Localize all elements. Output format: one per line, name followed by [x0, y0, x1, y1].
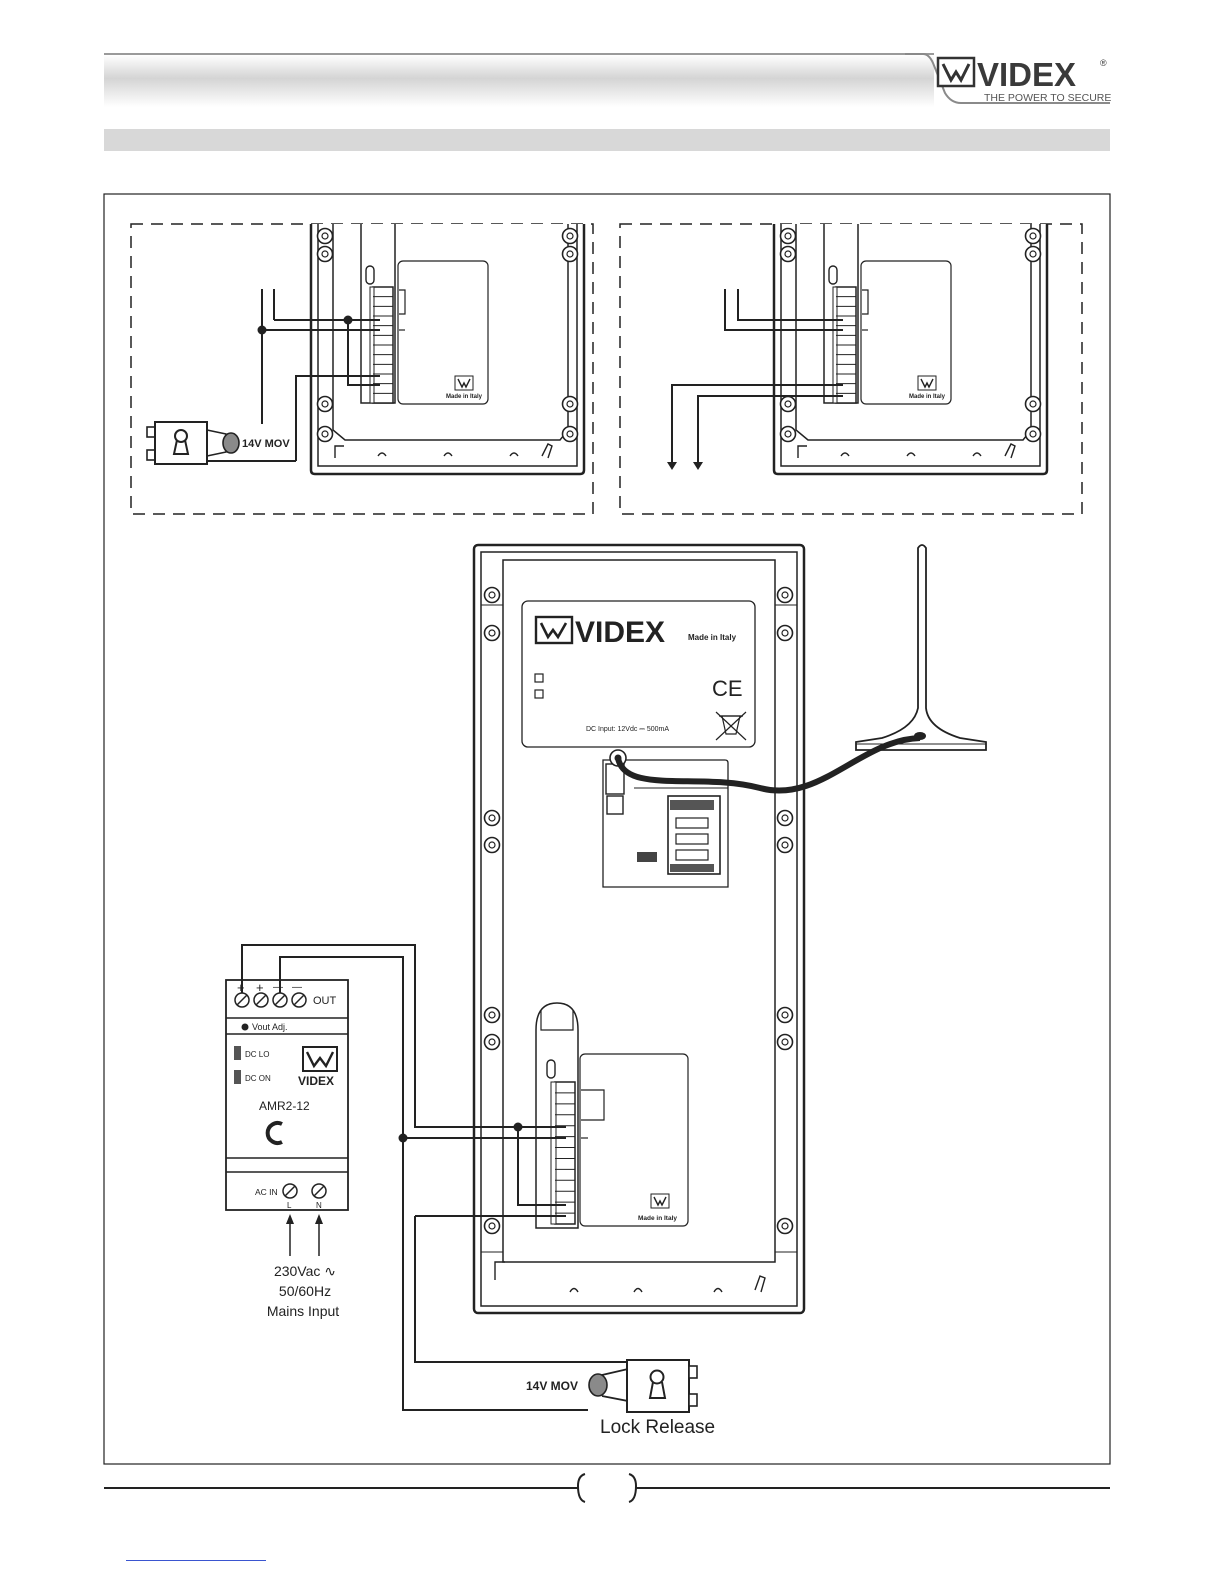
mains-frequency: 50/60Hz: [279, 1283, 331, 1299]
terminal-n: N: [316, 1201, 322, 1210]
detail-panel-right: Made in Italy: [774, 224, 1047, 474]
power-supply: + + — — OUT Vout Adj. DC LO DC ON VIDEX …: [226, 980, 348, 1210]
terminal-minus: —: [273, 982, 283, 993]
junction-dot: [344, 316, 353, 325]
junction-dot: [399, 1134, 408, 1143]
psu-model: AMR2-12: [259, 1099, 310, 1113]
antenna: [856, 545, 986, 750]
label-dc-input: DC Input: 12Vdc ⎓ 500mA: [586, 726, 669, 733]
lock-release-caption: Lock Release: [600, 1417, 715, 1438]
terminal-l: L: [287, 1201, 292, 1210]
dc-on-label: DC ON: [245, 1074, 271, 1083]
lock-left: 14V MOV: [147, 422, 290, 464]
brand-tagline: THE POWER TO SECURE: [984, 92, 1111, 104]
label-ce: CE: [712, 676, 743, 701]
lock-mov-label: 14V MOV: [242, 438, 290, 450]
detail-panel-left: Made in Italy: [311, 224, 584, 474]
board-badge: Made in Italy: [638, 1215, 677, 1222]
lock-release: 14V MOV Lock Release: [526, 1360, 715, 1438]
arrow-down-icon: [667, 462, 677, 470]
psu-brand: VIDEX: [298, 1074, 334, 1088]
junction-dot: [258, 326, 267, 335]
board-badge: Made in Italy: [446, 394, 483, 400]
lock-mov-label: 14V MOV: [526, 1379, 578, 1393]
brand-name: VIDEX: [977, 56, 1076, 93]
terminal-minus: —: [292, 982, 302, 993]
label-brand: VIDEX: [575, 616, 665, 649]
mains-input-label: 230Vac ∿ 50/60Hz Mains Input: [267, 1263, 339, 1319]
mains-caption: Mains Input: [267, 1303, 339, 1319]
arrow-up-icon: [286, 1214, 294, 1224]
ac-in-label: AC IN: [255, 1187, 278, 1197]
arrow-up-icon: [315, 1214, 323, 1224]
label-made-in: Made in Italy: [688, 633, 737, 642]
board-badge: Made in Italy: [909, 394, 946, 400]
footer-rule: [104, 1474, 1110, 1502]
vout-label: Vout Adj.: [252, 1022, 288, 1032]
mains-arrows: [290, 1222, 319, 1256]
mains-voltage: 230Vac ∿: [274, 1263, 336, 1279]
out-label: OUT: [313, 995, 337, 1007]
dc-lo-label: DC LO: [245, 1050, 269, 1059]
registered-mark: ®: [1100, 58, 1107, 68]
brand-logo: VIDEX ® THE POWER TO SECURE: [938, 56, 1111, 104]
intercom-panel: VIDEX Made in Italy CE DC Input: 12Vdc ⎓…: [474, 545, 804, 1313]
junction-dot: [514, 1123, 523, 1132]
adjust-knob-icon: [242, 1024, 249, 1031]
arrow-down-icon: [693, 462, 703, 470]
